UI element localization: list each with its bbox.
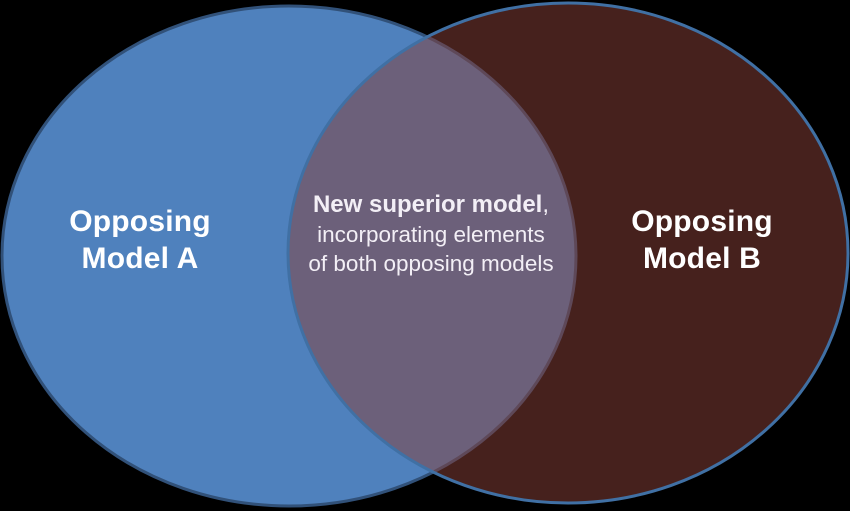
intersection-description: incorporating elements of both opposing … xyxy=(308,222,554,276)
intersection-label: New superior model, incorporating elemen… xyxy=(296,190,566,278)
circle-a-label: Opposing Model A xyxy=(69,205,211,275)
intersection-title-line: New superior model, xyxy=(296,190,566,220)
circle-b-label: Opposing Model B xyxy=(631,205,773,275)
intersection-title-comma: , xyxy=(542,191,550,218)
intersection-title: New superior model xyxy=(312,191,543,218)
circle-b xyxy=(286,1,850,505)
